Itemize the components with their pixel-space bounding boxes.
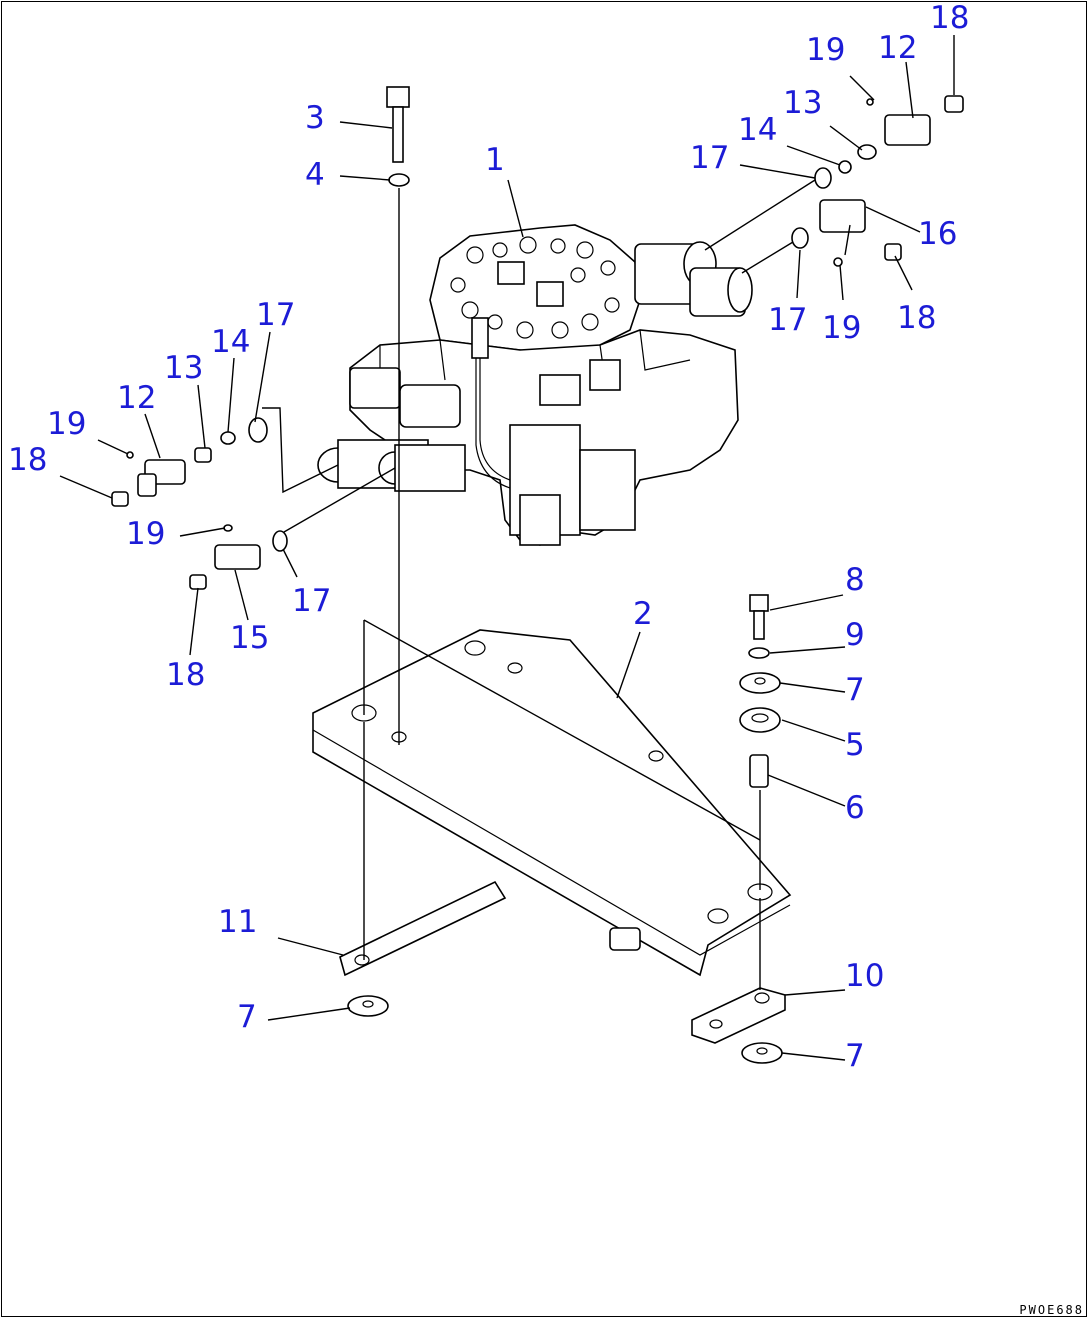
callout-17: 17 <box>690 140 729 176</box>
callout-7: 7 <box>237 999 257 1035</box>
callout-2: 2 <box>633 596 653 632</box>
callout-5: 5 <box>845 727 865 763</box>
drawing-code: PWOE688 <box>1019 1303 1084 1317</box>
washer-7-bottom <box>741 1042 783 1064</box>
callout-14: 14 <box>738 112 777 148</box>
callout-18: 18 <box>8 442 47 478</box>
leader-lines <box>59 35 955 1061</box>
callout-14: 14 <box>211 324 250 360</box>
callout-12: 12 <box>117 380 156 416</box>
washer-7-left <box>347 995 389 1017</box>
washer-7-top <box>739 672 781 694</box>
callout-19: 19 <box>126 516 165 552</box>
bolt-8-shank <box>753 610 765 640</box>
strap-10 <box>691 987 786 1044</box>
callout-1: 1 <box>485 142 505 178</box>
callout-18: 18 <box>897 300 936 336</box>
right-fittings <box>704 95 964 274</box>
callout-15: 15 <box>230 620 269 656</box>
callout-6: 6 <box>845 790 865 826</box>
callout-17: 17 <box>292 583 331 619</box>
strap-11 <box>339 880 507 977</box>
callout-7: 7 <box>845 672 865 708</box>
callout-18: 18 <box>166 657 205 693</box>
bolt-3-shank <box>392 106 404 163</box>
callout-7: 7 <box>845 1038 865 1074</box>
left-fittings <box>111 407 396 590</box>
callout-12: 12 <box>878 30 917 66</box>
mount-5 <box>739 707 781 733</box>
callout-4: 4 <box>305 157 325 193</box>
control-valve <box>317 224 753 546</box>
callout-8: 8 <box>845 562 865 598</box>
callout-11: 11 <box>218 904 257 940</box>
callout-16: 16 <box>918 216 957 252</box>
callout-19: 19 <box>806 32 845 68</box>
callout-17: 17 <box>256 297 295 333</box>
callout-9: 9 <box>845 617 865 653</box>
callout-13: 13 <box>164 350 203 386</box>
callout-19: 19 <box>47 406 86 442</box>
callout-3: 3 <box>305 100 325 136</box>
callout-13: 13 <box>783 85 822 121</box>
bolt-8-head <box>749 594 769 612</box>
callout-17: 17 <box>768 302 807 338</box>
callout-18: 18 <box>930 0 969 36</box>
collar-6 <box>749 754 769 788</box>
callout-10: 10 <box>845 958 884 994</box>
callout-19: 19 <box>822 310 861 346</box>
washer-9 <box>748 647 770 659</box>
washer-4 <box>388 173 410 187</box>
bolt-3-head <box>386 86 410 108</box>
mounting-bracket <box>312 629 792 977</box>
